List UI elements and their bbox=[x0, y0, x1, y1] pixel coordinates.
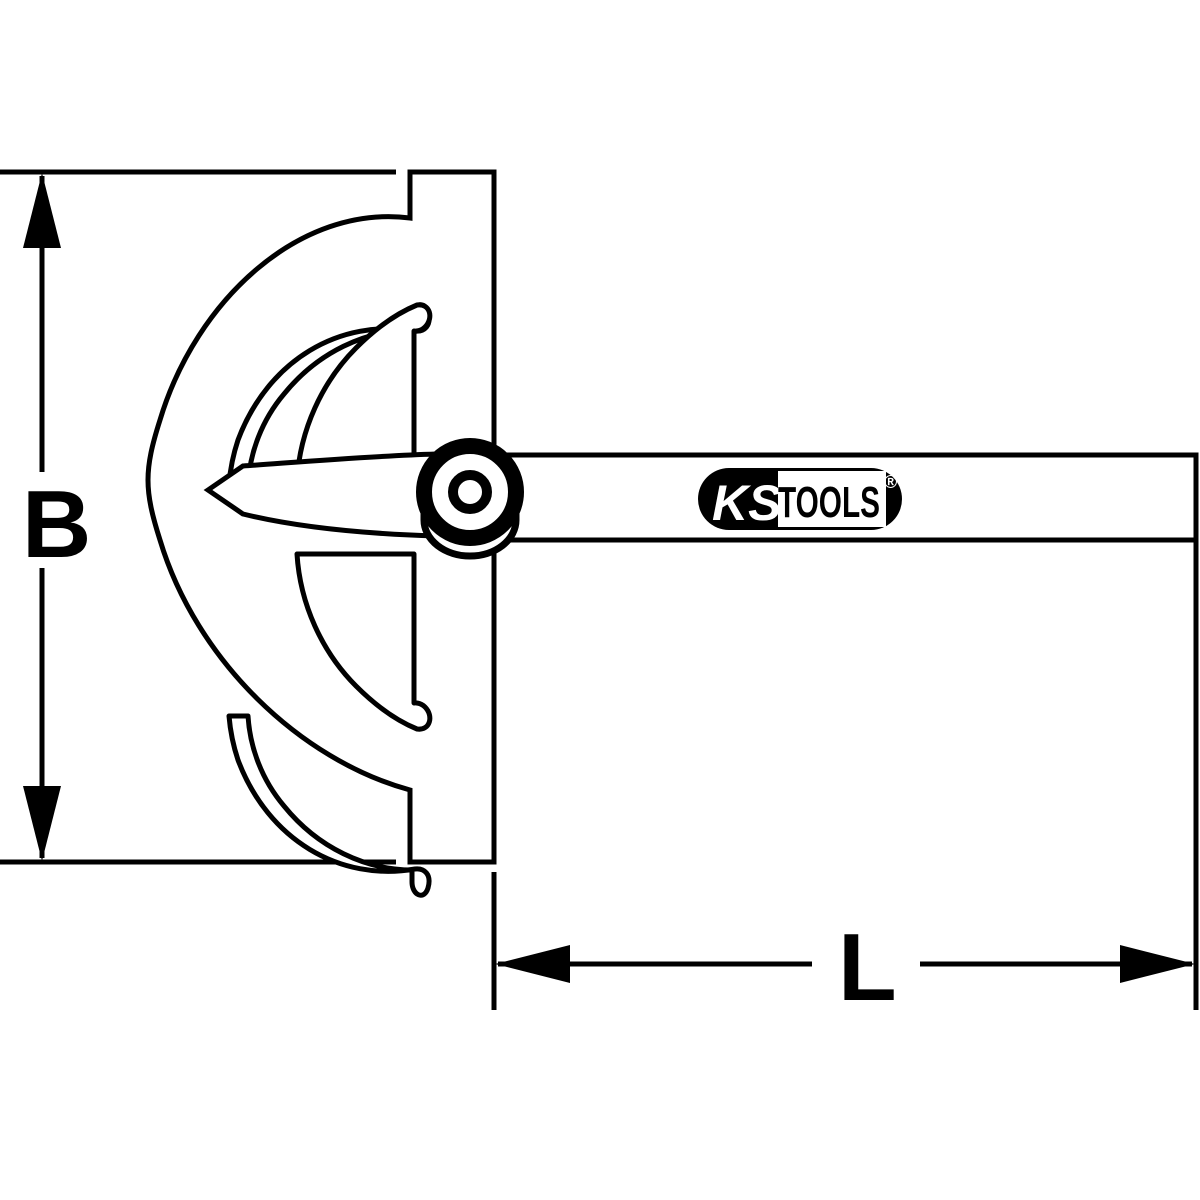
protractor-scale-arc-lower bbox=[294, 551, 433, 732]
ks-tools-logo-registered-icon: ® bbox=[884, 472, 897, 492]
dimension-l-arrowhead-right bbox=[1120, 945, 1195, 983]
dimension-b-group: B bbox=[0, 169, 396, 865]
ks-tools-logo-ks-text: KS bbox=[712, 475, 781, 531]
dimension-b-arrowhead-top bbox=[23, 173, 61, 248]
dimension-l-arrowhead-left bbox=[495, 945, 570, 983]
ks-tools-logo: KS TOOLS ® bbox=[698, 468, 902, 531]
dimension-b-label: B bbox=[22, 471, 91, 578]
pivot-hub[interactable] bbox=[416, 438, 524, 560]
dimension-l-group: L bbox=[491, 540, 1199, 1021]
dimension-l-label: L bbox=[838, 914, 897, 1021]
ks-tools-logo-plate bbox=[778, 471, 886, 527]
ks-tools-logo-tools-text: TOOLS bbox=[778, 478, 880, 527]
pivot-hub-inner-ring bbox=[448, 470, 492, 514]
scale-arc-lower-path bbox=[294, 551, 433, 732]
dimension-b-arrowhead-bottom bbox=[23, 786, 61, 861]
